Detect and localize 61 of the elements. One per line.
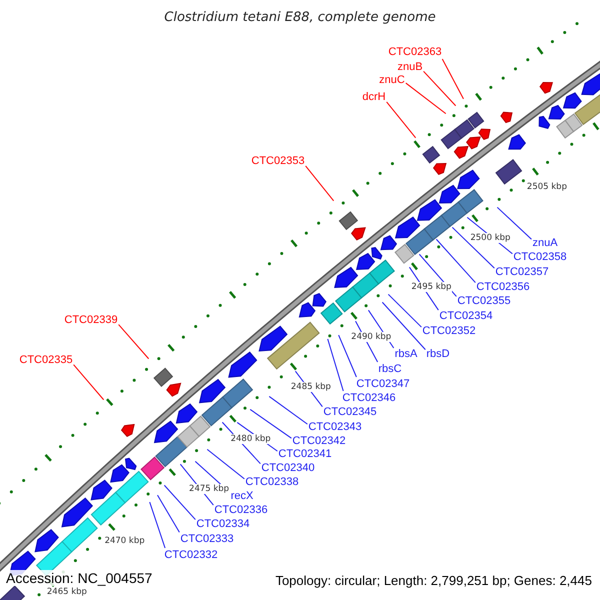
scale-label: 2490 kbp [350, 332, 392, 342]
gene-label: CTC02357 [495, 266, 549, 278]
leader-line [388, 294, 422, 328]
gene-label: CTC02334 [196, 518, 250, 530]
gene-label: CTC02345 [323, 406, 377, 418]
gene-label: CTC02340 [261, 462, 315, 474]
gene-label: CTC02353 [251, 155, 305, 167]
gene-label: znuA [532, 237, 558, 249]
gene-label: CTC02356 [476, 281, 530, 293]
scale-label: 2485 kbp [290, 382, 332, 392]
leader-line [405, 82, 446, 114]
gene-label: znuC [379, 74, 405, 86]
gene-label: CTC02347 [356, 378, 410, 390]
gene-label: CTC02336 [214, 504, 268, 516]
scale-label: 2475 kbp [188, 484, 230, 494]
scale-label: 2480 kbp [230, 434, 272, 444]
leader-line [73, 364, 104, 400]
leader-line [423, 70, 456, 106]
scale-label: 2470 kbp [104, 536, 146, 546]
scale-label: 2505 kbp [526, 182, 568, 192]
leader-line [206, 448, 245, 480]
gene-label: CTC02333 [180, 533, 234, 545]
gene-label: CTC02332 [164, 549, 218, 561]
leader-line [338, 334, 357, 378]
leader-line [496, 206, 532, 240]
gene-label: recX [230, 490, 254, 502]
gene-label: rbsA [394, 348, 418, 360]
leader-line [452, 226, 495, 269]
gene-label: CTC02339 [64, 314, 118, 326]
gene-label: CTC02346 [342, 392, 396, 404]
gene-label: CTC02354 [439, 310, 493, 322]
leader-line [305, 165, 334, 202]
gene-label: CTC02343 [308, 421, 362, 433]
gene-label: CTC02338 [245, 476, 299, 488]
gene-label: CTC02335 [19, 354, 73, 366]
leader-line [327, 338, 344, 392]
gene-label: rbsC [378, 363, 402, 375]
gene-label: CTC02341 [278, 448, 332, 460]
scale-label: 2495 kbp [410, 282, 452, 292]
leader-line [382, 302, 426, 350]
gene-label: znuB [397, 61, 423, 73]
leader-line [157, 494, 180, 533]
leader-line [386, 101, 416, 138]
leader-line [442, 58, 464, 100]
leader-line [149, 502, 166, 548]
genome-info-text: Topology: circular; Length: 2,799,251 bp; Genes: 2,445 [275, 573, 592, 588]
leader-line [164, 484, 196, 520]
gene-label: rbsD [426, 348, 450, 360]
gene-label: dcrH [362, 91, 386, 103]
leader-line [268, 396, 308, 425]
gene-label: CTC02355 [457, 295, 511, 307]
gene-label: CTC02352 [422, 325, 476, 337]
gene-label: CTC02342 [292, 435, 346, 447]
gene-label: CTC02358 [513, 251, 567, 263]
leader-line [250, 408, 292, 439]
title: Clostridium tetani E88, complete genome [164, 10, 436, 25]
scale-label: 2500 kbp [469, 232, 512, 243]
leader-line [436, 238, 476, 284]
leader-line [118, 324, 150, 360]
scale-label: 2465 kbp [46, 587, 88, 597]
gene-label: CTC02363 [388, 46, 442, 58]
